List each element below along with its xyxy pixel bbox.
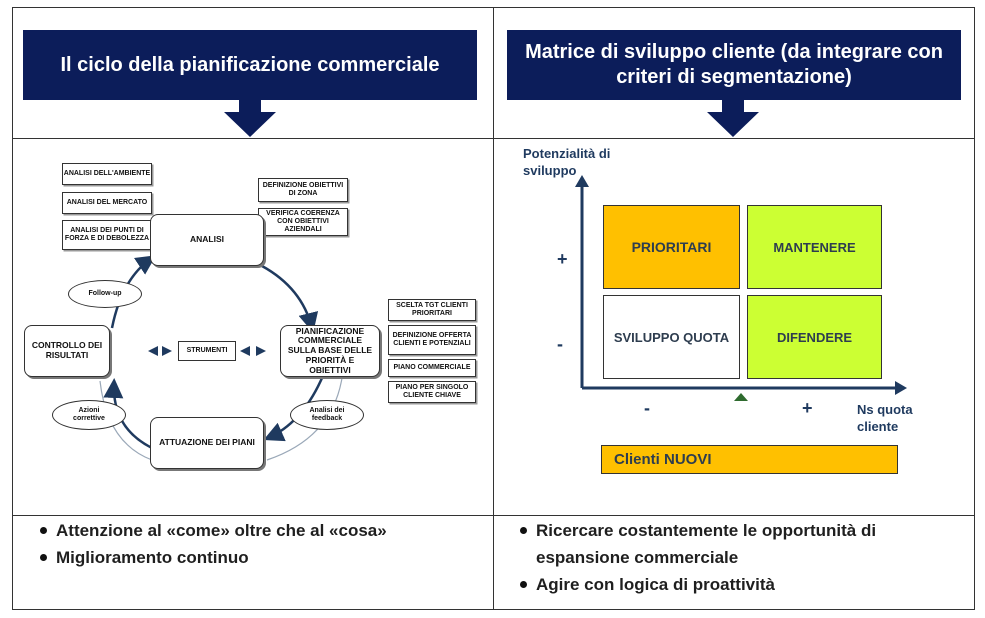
input-box-punti-forza: ANALISI DEI PUNTI DI FORZA E DI DEBOLEZZ…: [62, 220, 152, 250]
objective-box-coerenza: VERIFICA COERENZA CON OBIETTIVI AZIENDAL…: [258, 208, 348, 236]
new-clients-bar: Clienti NUOVI: [601, 445, 898, 474]
matrix-axes: [575, 175, 907, 401]
objective-box-zona: DEFINIZIONE OBIETTIVI DI ZONA: [258, 178, 348, 202]
quadrant-difendere: DIFENDERE: [747, 295, 882, 379]
left-title-banner: Il ciclo della pianificazione commercial…: [23, 30, 477, 100]
left-bullet-item: Miglioramento continuo: [40, 544, 480, 571]
quadrant-prioritari: PRIORITARI: [603, 205, 740, 289]
y-plus-sign: +: [557, 249, 568, 269]
output-box-definizione-offerta: DEFINIZIONE OFFERTA CLIENTI E POTENZIALI: [388, 325, 476, 355]
y-minus-sign: -: [557, 334, 563, 354]
output-box-piano-commerciale: PIANO COMMERCIALE: [388, 359, 476, 377]
right-bullets-cell: [493, 515, 975, 610]
quadrant-mantenere: MANTENERE: [747, 205, 882, 289]
right-bullet-item: Agire con logica di proattività: [520, 571, 960, 598]
input-box-ambiente: ANALISI DELL'AMBIENTE: [62, 163, 152, 185]
left-bullet-list: Attenzione al «come» oltre che al «cosa»…: [40, 517, 480, 571]
cycle-step-pianificazione: PIANIFICAZIONE COMMERCIALE SULLA BASE DE…: [280, 325, 380, 377]
right-title-banner: Matrice di sviluppo cliente (da integrar…: [507, 30, 961, 100]
output-box-scelta-tgt: SCELTA TGT CLIENTI PRIORITARI: [388, 299, 476, 321]
azioni-correttive-oval: Azioni correttive: [52, 400, 126, 430]
y-axis-label: Potenzialità di sviluppo: [523, 146, 611, 178]
followup-oval: Follow-up: [68, 280, 142, 308]
quadrant-sviluppo-quota: SVILUPPO QUOTA: [603, 295, 740, 379]
left-bullet-item: Attenzione al «come» oltre che al «cosa»: [40, 517, 480, 544]
x-minus-sign: -: [644, 398, 650, 418]
x-axis-label: Ns quota cliente: [857, 402, 913, 434]
strumenti-box: STRUMENTI: [178, 341, 236, 361]
left-down-arrow-icon: [224, 100, 276, 137]
right-bullet-list: Ricercare costantemente le opportunità d…: [520, 517, 960, 599]
cycle-step-attuazione: ATTUAZIONE DEI PIANI: [150, 417, 264, 469]
x-plus-sign: +: [802, 398, 813, 418]
cycle-step-analisi: ANALISI: [150, 214, 264, 266]
cycle-step-controllo: CONTROLLO DEI RISULTATI: [24, 325, 110, 377]
input-box-mercato: ANALISI DEL MERCATO: [62, 192, 152, 214]
output-box-piano-cliente: PIANO PER SINGOLO CLIENTE CHIAVE: [388, 381, 476, 403]
right-bullet-item: Ricercare costantemente le opportunità d…: [520, 517, 960, 571]
analisi-feedback-oval: Analisi dei feedback: [290, 400, 364, 430]
right-down-arrow-icon: [707, 100, 759, 137]
